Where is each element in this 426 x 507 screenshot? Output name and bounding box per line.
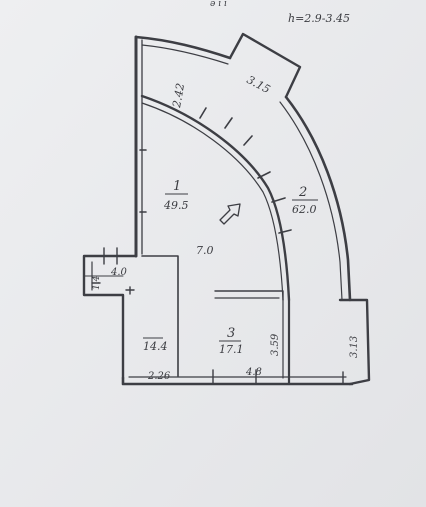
right-room-wall [338,298,371,386]
niche-ticks [91,247,118,284]
room-3-area: 17.1 [219,343,244,356]
small-room-area: 14.4 [143,340,168,353]
outer-arc-right [284,95,352,302]
dim-right-side: 3.13 [349,336,360,358]
bay-wall [228,32,302,99]
wall-ticks-left [139,149,147,213]
inner-arc-wall [140,94,291,302]
room-1-number: 1 [173,179,181,194]
dim-niche-width: 4.0 [110,267,128,278]
room-3-number: 3 [227,326,235,341]
north-arrow [219,203,241,225]
outer-wall-bottom [121,376,354,386]
window-marks-arc [199,107,253,146]
outer-arc-right-inner [279,101,343,301]
ceiling-height-note: h=2.9-3.45 [288,12,350,25]
dim-interior: 7.0 [196,244,214,257]
niche-wall [82,254,138,380]
outer-arc-upper-inner [141,44,229,65]
niche-door [125,286,135,295]
dim-room3-side: 3.59 [270,333,281,356]
inner-arc-wall-inner [141,102,284,301]
window-marks-inner [257,171,292,234]
dim-niche-side: 1.4 [92,275,102,290]
room-2-area: 62.0 [292,203,317,216]
stair-partition [141,255,179,377]
room-1-area: 49.5 [163,199,189,212]
dim-bottom-mid: 4.8 [245,367,262,378]
bottom-ticks [212,369,344,385]
dim-wall-left-upper: 2.42 [170,82,187,109]
top-edge-fragment: ǝ ı ı [210,0,227,9]
room-2-number: 2 [298,185,307,200]
dim-bottom-left: 2.26 [147,371,171,382]
outer-arc-upper [134,35,232,60]
partition-room3-top [214,290,284,301]
